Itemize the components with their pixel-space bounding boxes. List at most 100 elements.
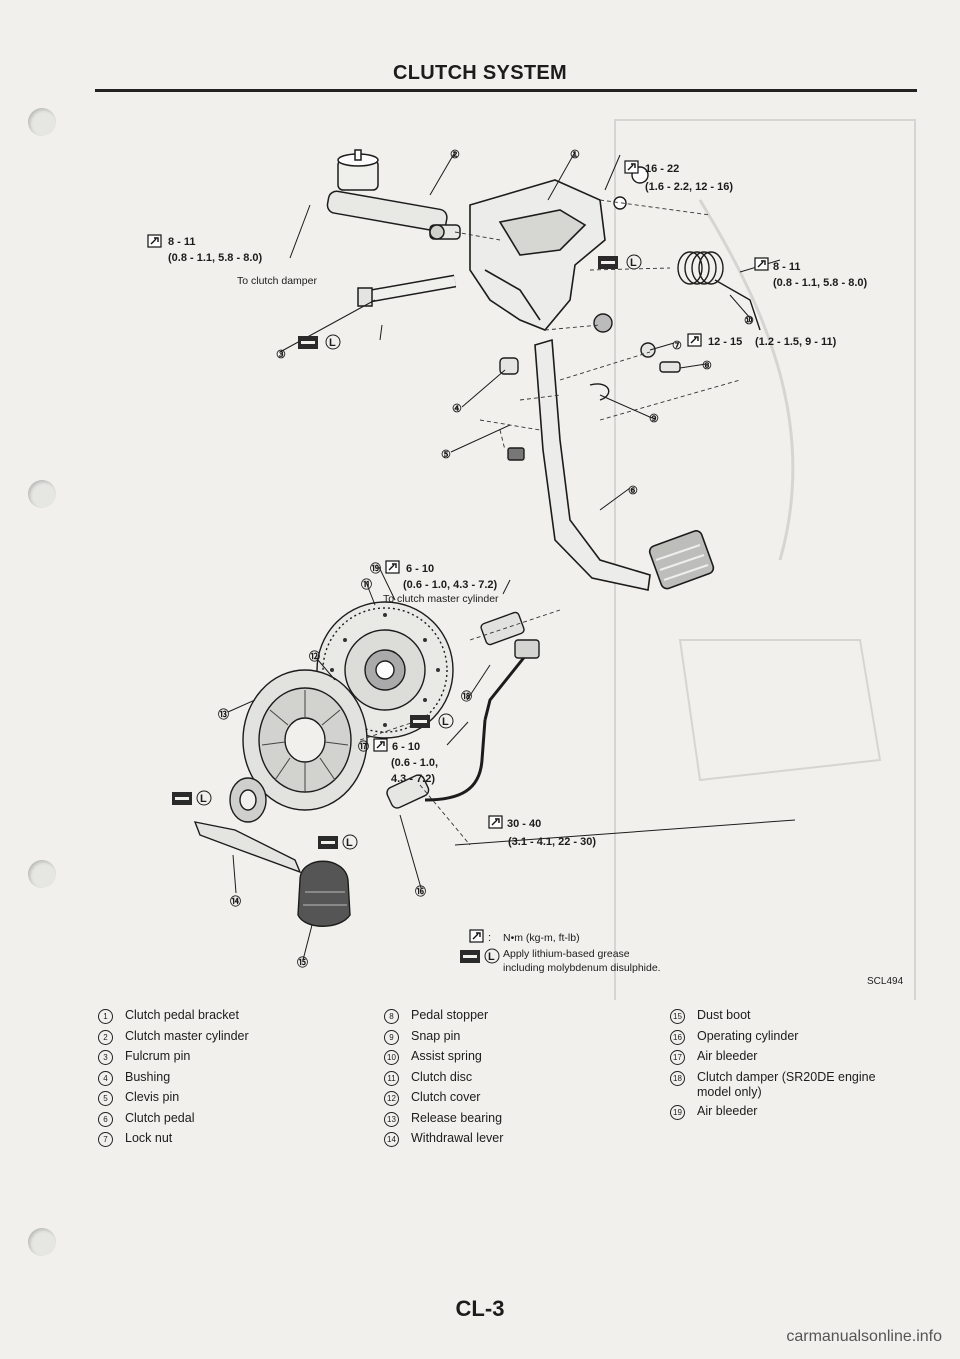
- binder-hole-3: [28, 860, 56, 888]
- grease-letter: L: [630, 257, 637, 269]
- grease-letter: L: [442, 716, 449, 728]
- callout-17: ⑰: [358, 739, 369, 753]
- dust-boot-part: [297, 860, 351, 927]
- torque-spec-value: 6 - 10: [392, 741, 420, 753]
- torque-spec-detail: (0.8 - 1.1, 5.8 - 8.0): [773, 277, 867, 289]
- fulcrum-pin-part: [357, 274, 457, 307]
- callout-2: ②: [450, 149, 460, 161]
- key-torque-unit: N•m (kg-m, ft-lb): [503, 932, 580, 944]
- wrench-icon: [147, 234, 162, 248]
- grease-letter: L: [346, 837, 353, 849]
- callout-15: ⑮: [297, 955, 308, 969]
- torque-spec-detail: (0.8 - 1.1, 5.8 - 8.0): [168, 252, 262, 264]
- binder-hole-2: [28, 480, 56, 508]
- callout-11: ⑪: [361, 577, 372, 591]
- callout-1: ①: [570, 149, 580, 161]
- torque-spec-value: 12 - 15: [708, 336, 742, 348]
- torque-spec-value: 16 - 22: [645, 163, 679, 175]
- torque-spec-detail: (1.2 - 1.5, 9 - 11): [755, 336, 837, 348]
- pedal-bracket-part: [469, 179, 606, 331]
- callout-9: ⑨: [649, 413, 659, 425]
- callout-8: ⑧: [702, 360, 712, 372]
- wrench-icon: [687, 333, 702, 347]
- grease-icon: [598, 256, 618, 269]
- torque-spec-value: 8 - 11: [168, 236, 196, 248]
- key-grease-line1: Apply lithium-based grease: [503, 948, 630, 960]
- snap-pin-part: [589, 383, 610, 401]
- grease-icon: [410, 715, 430, 728]
- callout-4: ④: [452, 403, 462, 415]
- callout-3: ③: [276, 349, 286, 361]
- callout-18: ⑱: [461, 689, 472, 703]
- torque-spec-value: 8 - 11: [773, 261, 801, 273]
- assist-spring-part: [677, 251, 761, 331]
- grease-letter: L: [488, 951, 495, 963]
- wrench-icon: [488, 815, 503, 829]
- torque-spec-value: 6 - 10: [406, 563, 434, 575]
- torque-spec-detail: (3.1 - 4.1, 22 - 30): [508, 836, 596, 848]
- callout-7: ⑦: [672, 340, 682, 352]
- key-grease-line2: including molybdenum disulphide.: [503, 962, 661, 974]
- clevis-pin-part: [507, 447, 525, 461]
- grease-icon: [172, 792, 192, 805]
- pedal-stopper-part: [659, 361, 681, 373]
- callout-19: ⑲: [370, 561, 381, 575]
- release-bearing-part: [229, 777, 267, 823]
- callout-14: ⑭: [230, 894, 241, 908]
- binder-hole-4: [28, 1228, 56, 1256]
- grease-letter: L: [200, 793, 207, 805]
- clutch-cover-part: [242, 669, 368, 811]
- callout-16: ⑯: [415, 884, 426, 898]
- wrench-icon: [385, 560, 400, 574]
- callout-6: ⑥: [628, 485, 638, 497]
- torque-spec-detail: 4.3 - 7.2): [391, 773, 435, 785]
- grease-icon: [318, 836, 338, 849]
- grease-letter: L: [329, 337, 336, 349]
- diagram-ref-code: SCL494: [867, 976, 904, 987]
- grease-icon: [460, 950, 480, 963]
- wrench-icon: [469, 929, 484, 943]
- operating-cylinder-part: [386, 649, 532, 809]
- callout-10: ⑩: [744, 315, 754, 327]
- withdrawal-lever-part: [193, 821, 302, 874]
- torque-spec-detail: (0.6 - 1.0,: [391, 757, 438, 769]
- torque-spec-detail: (0.6 - 1.0, 4.3 - 7.2): [403, 579, 497, 591]
- to-master-cylinder-label: To clutch master cylinder: [383, 593, 499, 605]
- torque-spec-detail: (1.6 - 2.2, 12 - 16): [645, 181, 733, 193]
- page-title: CLUTCH SYSTEM: [393, 62, 567, 84]
- callout-13: ⑬: [218, 707, 229, 721]
- wrench-icon: [754, 257, 769, 271]
- grease-icon: [298, 336, 318, 349]
- title-rule: [95, 89, 917, 92]
- wrench-icon: [373, 738, 388, 752]
- torque-spec-value: 30 - 40: [507, 818, 541, 830]
- master-cylinder-part: [326, 149, 461, 240]
- key-colon: :: [488, 932, 491, 944]
- callout-5: ⑤: [441, 449, 451, 461]
- site-watermark: carmanualsonline.info: [786, 1328, 942, 1345]
- clutch-exploded-diagram: L L L L L L 16 - 22 (1.6 - 2.2, 12 - 16)…: [147, 119, 916, 1000]
- callout-12: ⑫: [309, 649, 320, 663]
- binder-hole-1: [28, 108, 56, 136]
